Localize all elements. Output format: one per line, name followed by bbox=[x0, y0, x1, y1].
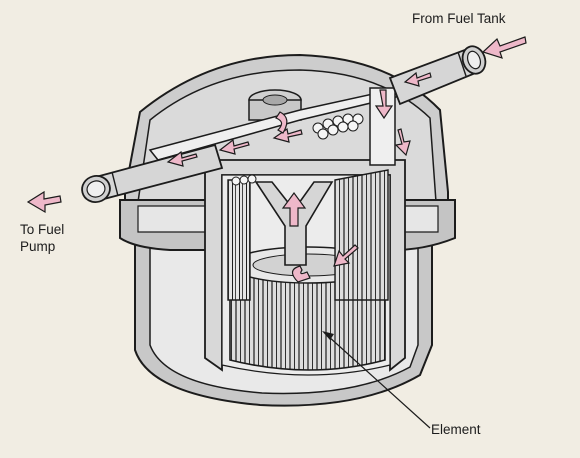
coil-cap-top bbox=[312, 113, 364, 140]
flow-arrow-icon bbox=[403, 71, 432, 87]
to-fuel-pump-line2: Pump bbox=[20, 239, 56, 254]
flow-arrow-icon bbox=[166, 150, 198, 167]
flow-arrow-icon bbox=[272, 127, 303, 143]
to-fuel-pump-line1: To Fuel bbox=[20, 222, 65, 237]
flow-arrow-icon bbox=[218, 138, 250, 155]
to-fuel-pump-label: To Fuel Pump bbox=[20, 221, 64, 255]
flow-arrow-icon bbox=[481, 36, 527, 59]
flow-arrow-icon bbox=[275, 111, 288, 134]
flow-arrow-icon bbox=[26, 190, 62, 214]
inlet-pipe bbox=[388, 45, 487, 106]
flow-arrows bbox=[26, 36, 527, 283]
leader-arrow-icon bbox=[322, 331, 334, 340]
flow-arrow-icon bbox=[394, 128, 411, 157]
flow-arrow-icon bbox=[291, 265, 311, 283]
element-label: Element bbox=[431, 422, 481, 437]
coil-cap-left bbox=[231, 174, 257, 186]
flow-arrow-icon bbox=[374, 89, 394, 120]
flow-arrow-icon bbox=[281, 191, 307, 227]
from-fuel-tank-label: From Fuel Tank bbox=[412, 11, 506, 26]
flow-arrow-icon bbox=[333, 244, 359, 267]
element-leader bbox=[322, 331, 431, 429]
